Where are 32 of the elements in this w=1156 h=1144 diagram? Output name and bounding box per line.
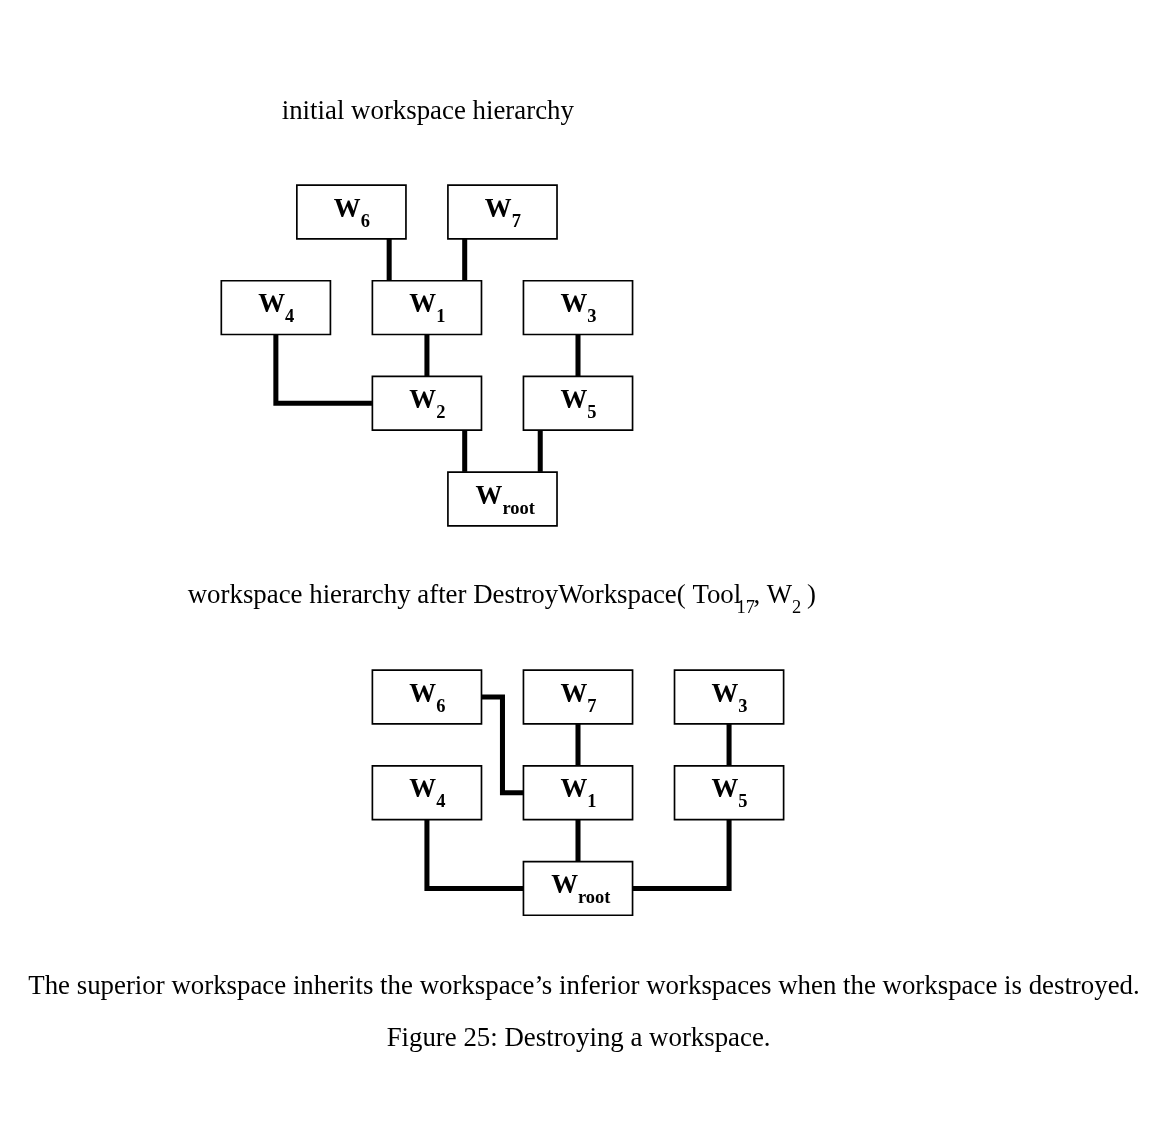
connector xyxy=(632,819,732,891)
connector xyxy=(462,238,468,281)
node-box: W$_{3}$ xyxy=(673,669,785,725)
connector xyxy=(273,334,372,406)
label: The superior workspace inherits the workspace’s inferior workspaces when the workspace is destroyed. xyxy=(28,969,1140,1000)
node-box: W$_{5}$ xyxy=(522,375,634,431)
node-box: W$_{6}$ xyxy=(371,669,483,725)
node-box: W$_{1}$ xyxy=(522,765,634,821)
connector xyxy=(537,430,543,472)
node-box: W$_{root}$ xyxy=(522,860,634,917)
node-box: W$_{5}$ xyxy=(673,765,785,821)
node-box: W$_{4}$ xyxy=(371,765,483,821)
node-box: W$_{7}$ xyxy=(522,669,634,725)
connector xyxy=(575,819,581,862)
node-box: W$_{1}$ xyxy=(371,279,483,336)
node-box: W$_{6}$ xyxy=(296,184,407,240)
label: workspace hierarchy after DestroyWorkspace( Tool$_{17}$, W$_{2}$ ) xyxy=(187,578,817,617)
label: initial workspace hierarchy xyxy=(281,95,574,126)
node-box: W$_{4}$ xyxy=(220,279,332,336)
node-box: W$_{3}$ xyxy=(522,279,634,336)
caption: Figure 25: Destroying a workspace. xyxy=(386,1021,771,1052)
connector xyxy=(481,694,524,796)
node-box: W$_{2}$ xyxy=(371,375,483,431)
connector xyxy=(424,334,430,377)
connector xyxy=(575,334,581,377)
connector xyxy=(575,723,581,766)
connector xyxy=(462,430,468,472)
node-box: W$_{root}$ xyxy=(447,471,558,527)
connector xyxy=(424,819,524,891)
connector xyxy=(386,238,392,281)
node-box: W$_{7}$ xyxy=(447,184,558,240)
connector xyxy=(726,723,732,766)
